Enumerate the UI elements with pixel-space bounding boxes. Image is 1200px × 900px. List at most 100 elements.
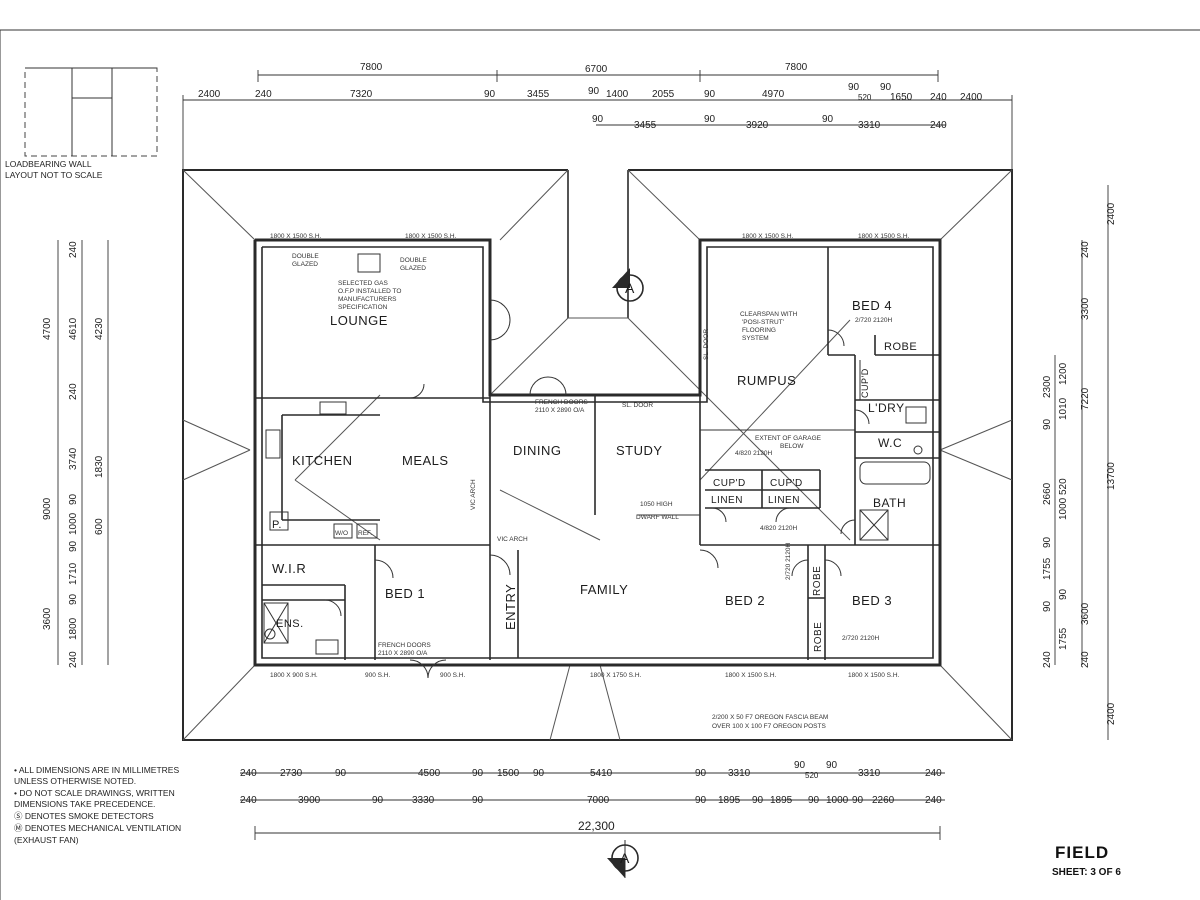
note-win-6: 1800 X 1750 S.H. (590, 672, 642, 679)
note-clearspan-3: FLOORING (742, 327, 776, 334)
internal-walls (255, 247, 940, 660)
label-ref: REF. (358, 530, 372, 537)
dim-top-2-9: 4970 (762, 89, 785, 100)
note-line-2: • DO NOT SCALE DRAWINGS, WRITTEN (14, 788, 175, 798)
note-clearspan-2: 'POSI-STRUT' (742, 319, 784, 326)
note-dg-d: GLAZED (400, 265, 426, 272)
note-line-4: Ⓢ DENOTES SMOKE DETECTORS (14, 811, 154, 821)
room-bath: BATH (873, 496, 906, 510)
shower (859, 509, 889, 541)
dim-top-2-10: 90 (848, 82, 860, 93)
dim-bot-1-8: 90 (695, 768, 707, 779)
dim-bot-2-8: 90 (752, 795, 764, 806)
note-french-bed1-1: FRENCH DOORS (378, 642, 431, 649)
dim-bot-1-5: 1500 (497, 768, 520, 779)
dim-bot-2-6: 90 (695, 795, 707, 806)
note-dwarf-1: 1050 HIGH (640, 501, 673, 508)
dim-right-inner-12: 240 (1042, 651, 1053, 668)
dim-bot-2-14: 240 (925, 795, 942, 806)
room-family: FAMILY (580, 582, 628, 597)
label-wo: W/O (335, 530, 348, 537)
room-dining: DINING (513, 443, 562, 458)
dim-left-inner-2: 600 (94, 518, 105, 535)
dim-top-2-1: 240 (255, 89, 272, 100)
dim-bot-2-1: 3900 (298, 795, 321, 806)
bathtub (859, 461, 931, 485)
room-lounge: LOUNGE (330, 313, 388, 328)
dim-right-mid-0: 240 (1080, 241, 1091, 258)
dim-top-2-13: 1650 (890, 92, 913, 103)
note-win-3: 1800 X 1500 S.H. (742, 233, 794, 240)
dim-left-inner-0: 1830 (94, 455, 105, 478)
room-rumpus: RUMPUS (737, 373, 796, 388)
dim-right-mid-1: 3300 (1080, 297, 1091, 320)
dim-left-outer-0: 4700 (42, 317, 53, 340)
dim-left-mid-2: 240 (68, 383, 79, 400)
room-cupd-1: CUP'D (713, 478, 746, 489)
room-entry: ENTRY (503, 584, 518, 630)
ens-shower (263, 602, 289, 644)
legend-line-2: LAYOUT NOT TO SCALE (5, 170, 103, 180)
dim-right-inner-5: 1000 (1058, 497, 1069, 520)
dim-left-mid-1: 4610 (68, 317, 79, 340)
dim-left-mid-9: 1800 (68, 617, 79, 640)
dim-left-mid-4: 90 (68, 493, 79, 505)
room-wir: W.I.R (272, 561, 306, 576)
note-line-0: • ALL DIMENSIONS ARE IN MILLIMETRES (14, 765, 179, 775)
dim-top-3-0: 90 (592, 114, 604, 125)
dim-bot-2-5: 7000 (587, 795, 610, 806)
room-cupd-laundry: CUP'D (860, 368, 870, 398)
note-win-10: 900 S.H. (440, 672, 465, 679)
dim-right-outer-2: 2400 (1106, 702, 1117, 725)
dim-right-outer-1: 13700 (1106, 462, 1117, 490)
dim-right-mid-4: 240 (1080, 651, 1091, 668)
dim-left-outer-2: 3600 (42, 607, 53, 630)
dim-top-2-6: 1400 (606, 89, 629, 100)
note-dwarf-2: DWARF WALL (636, 514, 679, 521)
fridge-box (356, 523, 378, 539)
room-linen-2: LINEN (768, 495, 800, 506)
dim-bot-1-2: 90 (335, 768, 347, 779)
note-win-5: 1800 X 900 S.H. (270, 672, 318, 679)
dim-top-2-3: 90 (484, 89, 496, 100)
room-bed4: BED 4 (852, 298, 892, 313)
note-fascia-2: OVER 100 X 100 F7 OREGON POSTS (712, 723, 826, 730)
dim-top-1-1: 6700 (585, 64, 608, 75)
dim-right-mid-3: 3600 (1080, 602, 1091, 625)
general-notes: • ALL DIMENSIONS ARE IN MILLIMETRES UNLE… (14, 765, 181, 845)
dim-left-mid-8: 90 (68, 593, 79, 605)
dim-left-mid-7: 1710 (68, 562, 79, 585)
note-door-4: 2/720 2120H (785, 542, 792, 580)
dim-top-2-8: 90 (704, 89, 716, 100)
legend-line-1: LOADBEARING WALL (5, 159, 92, 169)
section-label-top: A (625, 280, 635, 296)
dim-left-outer-1: 9000 (42, 497, 53, 520)
room-pantry: P. (272, 519, 282, 531)
note-sl-door-1: SL. DOOR (703, 329, 710, 360)
dim-bot-2-7: 1895 (718, 795, 741, 806)
dim-bot-1-1: 2730 (280, 768, 303, 779)
dim-top-2-7: 2055 (652, 89, 675, 100)
note-door-3: 2/720 2120H (855, 317, 893, 324)
dim-bot-2-10: 90 (808, 795, 820, 806)
note-win-7: 1800 X 1500 S.H. (725, 672, 777, 679)
dim-overall-width: 22,300 (578, 819, 615, 833)
dim-right-inner-8: 90 (1042, 536, 1053, 548)
dim-right-inner-11: 90 (1042, 600, 1053, 612)
note-sl-door-2: SL. DOOR (622, 402, 653, 409)
dim-right-inner-6: 520 (1058, 478, 1069, 495)
section-marker-top: A (612, 268, 644, 302)
note-garage-2: BELOW (780, 443, 804, 450)
room-bed1: BED 1 (385, 586, 425, 601)
note-vic-arch-1: VIC ARCH (470, 479, 477, 510)
wc-toilet (913, 445, 923, 455)
dim-right-inner-1: 1200 (1058, 362, 1069, 385)
room-robe-bed2: ROBE (812, 566, 823, 596)
dim-bot-2-4: 90 (472, 795, 484, 806)
dim-top-3-2: 90 (704, 114, 716, 125)
dim-right-inner-7: 1755 (1042, 557, 1053, 580)
room-bed3: BED 3 (852, 593, 892, 608)
dim-bot-1-11: 520 (805, 771, 819, 780)
dim-bot-2-3: 3330 (412, 795, 435, 806)
dim-top-2-2: 7320 (350, 89, 373, 100)
